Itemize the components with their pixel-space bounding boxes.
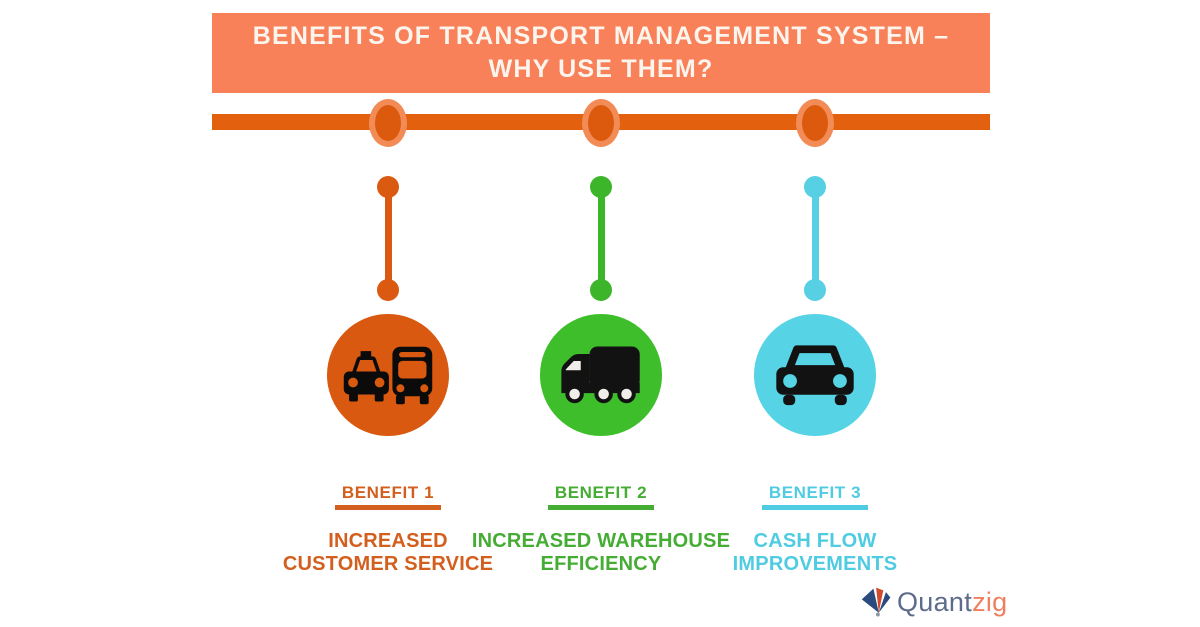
connector-line-1 [384,187,392,290]
timeline-node-2-core [588,105,614,141]
title-line2: WHY USE THEM? [488,55,714,83]
logo-text-quant: Quant [897,586,973,617]
timeline-node-2 [582,99,620,147]
timeline-node-1 [369,99,407,147]
benefit-1-description: INCREASED CUSTOMER SERVICE [282,530,494,575]
connector-dot-bottom-3 [804,279,826,301]
timeline-node-3 [796,99,834,147]
benefit-3-description: CASH FLOW IMPROVEMENTS [732,530,898,575]
quantzig-logo: Quantzig [860,584,1007,620]
connector-line-2 [597,187,605,290]
logo-wordmark: Quantzig [897,587,1007,618]
taxi-bus-icon [343,346,433,405]
truck-icon [561,345,640,403]
benefit-circle-2 [540,314,662,436]
benefit-3-label: BENEFIT 3 [768,483,862,502]
timeline-node-1-core [375,105,401,141]
connector-dot-bottom-1 [377,279,399,301]
benefit-2-label: BENEFIT 2 [554,483,648,502]
benefit-3-underline [762,505,868,510]
benefit-circle-3 [754,314,876,436]
title-banner: BENEFITS OF TRANSPORT MANAGEMENT SYSTEM … [212,13,990,93]
timeline-node-3-core [802,105,828,141]
connector-line-3 [811,187,819,290]
benefit-2-description: INCREASED WAREHOUSE EFFICIENCY [471,530,731,575]
benefit-2-underline [548,505,654,510]
logo-text-zig: zig [972,586,1008,617]
benefit-1-underline [335,505,441,510]
title-line1: BENEFITS OF TRANSPORT MANAGEMENT SYSTEM … [252,22,950,50]
benefit-circle-1 [327,314,449,436]
connector-dot-bottom-2 [590,279,612,301]
car-icon [776,345,854,406]
quantzig-fan-icon [861,587,891,617]
benefit-1-label: BENEFIT 1 [341,483,435,502]
